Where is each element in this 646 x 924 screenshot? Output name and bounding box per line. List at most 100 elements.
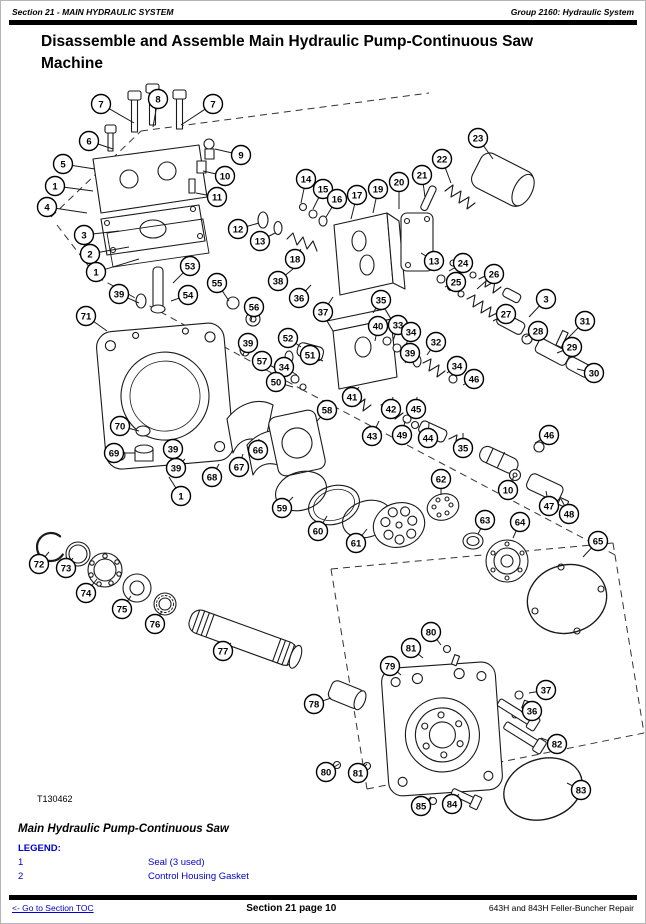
- callout-balloon-46: 46: [534, 424, 560, 446]
- svg-text:47: 47: [544, 501, 555, 512]
- callout-balloon-44: 44: [417, 422, 439, 449]
- svg-text:24: 24: [458, 258, 469, 269]
- callout-balloon-85: 85: [410, 795, 432, 817]
- callout-balloon-17: 17: [346, 184, 368, 220]
- svg-text:30: 30: [589, 368, 600, 379]
- legend-title: LEGEND:: [18, 843, 61, 854]
- svg-text:34: 34: [406, 327, 417, 338]
- svg-text:48: 48: [564, 509, 575, 520]
- svg-text:41: 41: [347, 392, 358, 403]
- callout-balloon-39: 39: [399, 342, 421, 364]
- svg-text:16: 16: [332, 194, 343, 205]
- svg-text:6: 6: [86, 136, 91, 147]
- callout-balloon-68: 68: [201, 463, 223, 488]
- svg-text:77: 77: [218, 646, 229, 657]
- svg-text:54: 54: [183, 290, 194, 301]
- drive-shaft: [188, 609, 303, 669]
- svg-text:7: 7: [210, 99, 215, 110]
- callout-balloon-12: 12: [227, 218, 260, 240]
- svg-text:1: 1: [178, 491, 184, 502]
- svg-text:80: 80: [426, 627, 437, 638]
- svg-text:39: 39: [243, 338, 254, 349]
- callout-balloon-77: 77: [212, 640, 234, 662]
- callout-balloon-36: 36: [520, 700, 543, 722]
- svg-text:83: 83: [576, 785, 587, 796]
- svg-text:46: 46: [469, 374, 480, 385]
- bearing-and-shaft-set: [35, 531, 177, 616]
- svg-text:59: 59: [277, 503, 288, 514]
- callout-balloon-84: 84: [441, 793, 463, 815]
- svg-text:35: 35: [458, 443, 469, 454]
- svg-text:50: 50: [271, 377, 282, 388]
- svg-text:34: 34: [279, 362, 290, 373]
- valve-orings: [257, 202, 328, 236]
- svg-text:21: 21: [417, 170, 428, 181]
- callout-balloon-34: 34: [273, 356, 298, 378]
- svg-text:1: 1: [52, 181, 58, 192]
- callout-balloon-39: 39: [108, 283, 140, 305]
- svg-text:34: 34: [452, 361, 463, 372]
- footer-manual-name: 643H and 843H Feller-Buncher Repair: [488, 903, 634, 913]
- callout-balloon-53: 53: [172, 255, 201, 284]
- callout-balloon-81: 81: [347, 762, 369, 784]
- callout-balloon-69: 69: [103, 442, 135, 464]
- callout-balloon-72: 72: [28, 551, 50, 575]
- svg-text:46: 46: [544, 430, 555, 441]
- page-header: Section 21 - MAIN HYDRAULIC SYSTEM Group…: [12, 7, 634, 17]
- callout-balloon-66: 66: [247, 438, 269, 461]
- svg-text:8: 8: [155, 94, 160, 105]
- callout-balloon-39: 39: [165, 457, 187, 479]
- svg-text:20: 20: [394, 177, 405, 188]
- go-to-section-toc-link[interactable]: <- Go to Section TOC: [12, 903, 94, 913]
- callout-balloon-24: 24: [448, 252, 474, 274]
- svg-text:53: 53: [185, 261, 196, 272]
- callout-balloon-1: 1: [44, 175, 94, 197]
- svg-text:67: 67: [234, 462, 245, 473]
- callout-balloon-56: 56: [243, 296, 265, 322]
- svg-text:65: 65: [593, 536, 604, 547]
- svg-text:58: 58: [322, 405, 333, 416]
- svg-text:57: 57: [257, 356, 268, 367]
- svg-text:52: 52: [283, 333, 294, 344]
- svg-text:39: 39: [405, 348, 416, 359]
- callout-balloon-26: 26: [476, 263, 505, 290]
- svg-text:78: 78: [309, 699, 320, 710]
- svg-text:10: 10: [220, 171, 231, 182]
- callout-balloon-51: 51: [299, 344, 324, 366]
- svg-text:37: 37: [318, 307, 329, 318]
- callout-balloon-61: 61: [345, 528, 368, 554]
- legend: LEGEND: 1 Seal (3 used) 2 Control Housin…: [18, 842, 249, 883]
- header-rule: [9, 20, 637, 25]
- svg-text:13: 13: [255, 236, 266, 247]
- valve-pin: [420, 185, 437, 212]
- small-fittings-topleft: [188, 138, 215, 194]
- callout-balloon-39: 39: [162, 438, 184, 460]
- valve-spring: [286, 232, 318, 252]
- legend-item-number: 1: [18, 856, 24, 868]
- footer-rule: [9, 895, 637, 900]
- callout-balloon-16: 16: [325, 188, 348, 218]
- svg-text:56: 56: [249, 302, 260, 313]
- control-housing-plate-and-gasket: [100, 204, 210, 268]
- svg-text:31: 31: [580, 316, 591, 327]
- callout-balloon-73: 73: [55, 557, 77, 579]
- svg-text:1: 1: [93, 267, 99, 278]
- callout-balloon-75: 75: [111, 595, 133, 620]
- svg-text:15: 15: [318, 184, 329, 195]
- callout-balloon-1: 1: [85, 258, 140, 283]
- callout-balloon-55: 55: [206, 272, 230, 302]
- callout-balloon-67: 67: [228, 453, 250, 478]
- cap-spring: [444, 184, 476, 210]
- svg-text:29: 29: [567, 342, 578, 353]
- svg-text:3: 3: [81, 230, 86, 241]
- svg-text:26: 26: [489, 269, 500, 280]
- callout-balloon-64: 64: [509, 511, 531, 539]
- callout-balloon-5: 5: [52, 153, 96, 175]
- figure-id: T130462: [37, 794, 73, 804]
- callout-balloon-15: 15: [312, 178, 334, 210]
- callout-balloon-43: 43: [361, 420, 383, 447]
- svg-text:68: 68: [207, 472, 218, 483]
- svg-text:17: 17: [352, 190, 363, 201]
